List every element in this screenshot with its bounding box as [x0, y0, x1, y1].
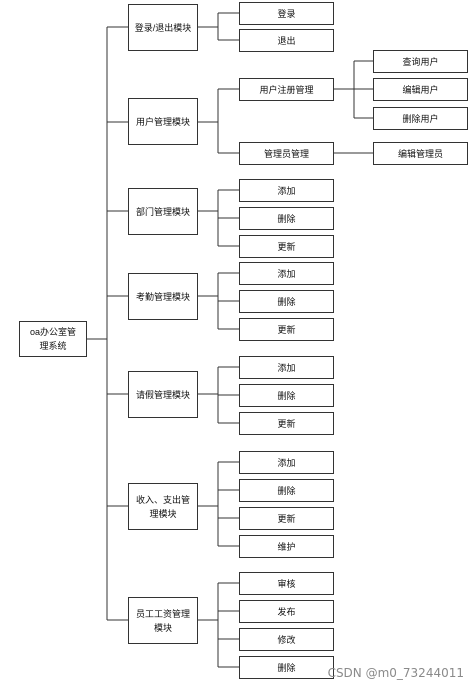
- node-delete-user: 删除用户: [373, 107, 468, 130]
- node-dept-update: 更新: [239, 235, 334, 258]
- node-query-user: 查询用户: [373, 50, 468, 73]
- root-node: oa办公室管理系统: [19, 321, 87, 357]
- node-salary-review: 审核: [239, 572, 334, 595]
- node-edit-admin: 编辑管理员: [373, 142, 468, 165]
- module-login-logout: 登录/退出模块: [128, 4, 198, 51]
- node-finance-delete: 删除: [239, 479, 334, 502]
- module-department-management: 部门管理模块: [128, 188, 198, 235]
- module-salary-management: 员工工资管理模块: [128, 597, 198, 644]
- node-finance-add: 添加: [239, 451, 334, 474]
- node-admin-management: 管理员管理: [239, 142, 334, 165]
- node-edit-user: 编辑用户: [373, 78, 468, 101]
- node-attendance-add: 添加: [239, 262, 334, 285]
- module-user-management: 用户管理模块: [128, 98, 198, 145]
- module-leave-management: 请假管理模块: [128, 371, 198, 418]
- node-attendance-update: 更新: [239, 318, 334, 341]
- node-salary-modify: 修改: [239, 628, 334, 651]
- node-leave-add: 添加: [239, 356, 334, 379]
- node-attendance-delete: 删除: [239, 290, 334, 313]
- node-dept-delete: 删除: [239, 207, 334, 230]
- node-user-registration: 用户注册管理: [239, 78, 334, 101]
- watermark: CSDN @m0_73244011: [327, 666, 464, 680]
- node-finance-maintain: 维护: [239, 535, 334, 558]
- module-income-expense-management: 收入、支出管理模块: [128, 483, 198, 530]
- node-salary-publish: 发布: [239, 600, 334, 623]
- node-dept-add: 添加: [239, 179, 334, 202]
- node-leave-update: 更新: [239, 412, 334, 435]
- node-logout: 退出: [239, 29, 334, 52]
- node-leave-delete: 删除: [239, 384, 334, 407]
- node-salary-delete: 删除: [239, 656, 334, 679]
- node-finance-update: 更新: [239, 507, 334, 530]
- module-attendance-management: 考勤管理模块: [128, 273, 198, 320]
- node-login: 登录: [239, 2, 334, 25]
